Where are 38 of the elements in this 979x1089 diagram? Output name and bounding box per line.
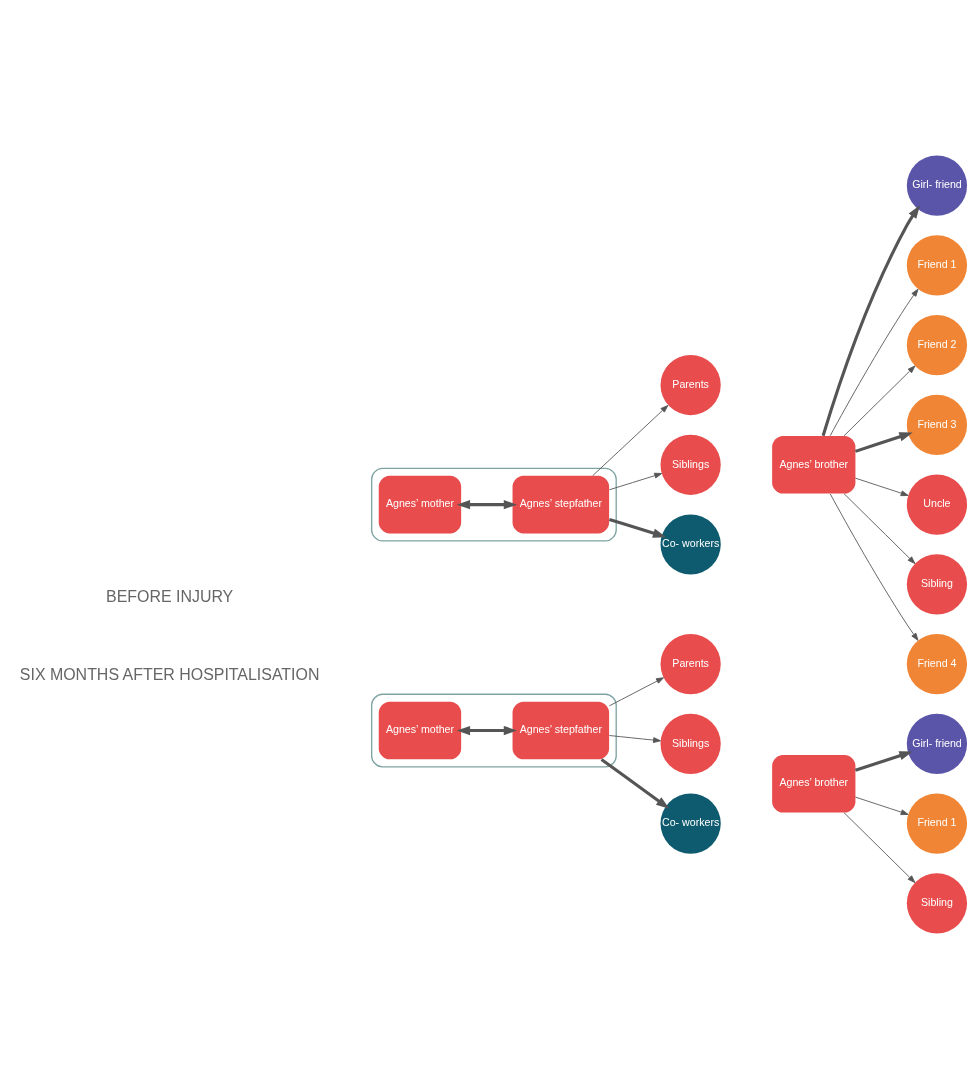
arrow [592,405,669,477]
arrow [456,725,518,736]
node-box: Agnes’ mother [378,701,462,760]
arrow [456,499,518,510]
arrow [821,205,920,437]
arrow [608,472,663,491]
label: BEFORE INJURY [106,588,234,606]
node-circle: Uncle [906,474,968,535]
arrow [843,812,916,883]
arrow [608,677,664,707]
node-circle: Girl- friend [906,155,968,216]
arrow [854,432,913,453]
node-circle: Girl- friend [906,713,968,774]
arrow [854,796,909,816]
arrow [854,477,909,497]
node-box: Agnes’ brother [772,435,856,494]
arrow [854,751,913,772]
arrow [608,518,667,538]
arrow [843,493,916,564]
node-box: Agnes’ mother [378,475,462,534]
node-circle: Siblings [660,713,721,774]
node-box: Agnes’ stepfather [512,475,610,534]
node-box: Agnes’ brother [772,754,856,813]
node-circle: Co- workers [660,514,721,575]
cluster [371,467,617,542]
node-box: Agnes’ stepfather [512,701,610,760]
arrow [608,735,662,743]
node-circle: Co- workers [660,793,721,854]
node-circle: Friend 1 [906,793,968,854]
node-circle: Friend 3 [906,394,968,455]
arrow [843,365,916,437]
arrow [829,288,919,437]
cluster [371,693,617,768]
node-circle: Siblings [660,434,721,495]
arrow [829,493,919,641]
arrow [600,758,670,809]
node-circle: Parents [660,634,721,695]
label: SIX MONTHS AFTER HOSPITALISATION [19,666,320,684]
